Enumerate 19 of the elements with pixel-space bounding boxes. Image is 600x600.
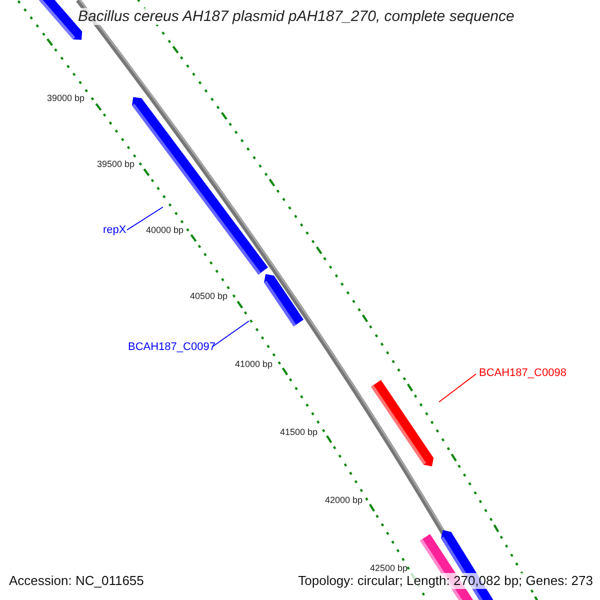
gene-label: BCAH187_C0098 [479,367,566,380]
summary-text: Topology: circular; Length: 270,082 bp; Genes: 273 [298,573,593,589]
position-label: 42000 bp [325,495,363,506]
leader-line [212,320,250,348]
position-label: 39500 bp [97,159,135,170]
position-label: 41000 bp [235,359,273,370]
gene-label: repX [103,224,126,237]
leader-line [438,374,476,402]
gene-arrow [371,380,434,466]
accession-text: Accession: NC_011655 [9,573,144,589]
gene-arrow [264,274,304,326]
position-label: 41500 bp [280,427,318,438]
position-label: 42500 bp [370,563,408,574]
map-title: Bacillus cereus AH187 plasmid pAH187_270, complete sequence [76,8,516,25]
position-label: 40500 bp [190,291,228,302]
position-label: 39000 bp [47,93,85,104]
position-label: 40000 bp [146,225,184,236]
gene-label: BCAH187_C0097 [128,341,216,354]
leader-line [126,206,164,230]
